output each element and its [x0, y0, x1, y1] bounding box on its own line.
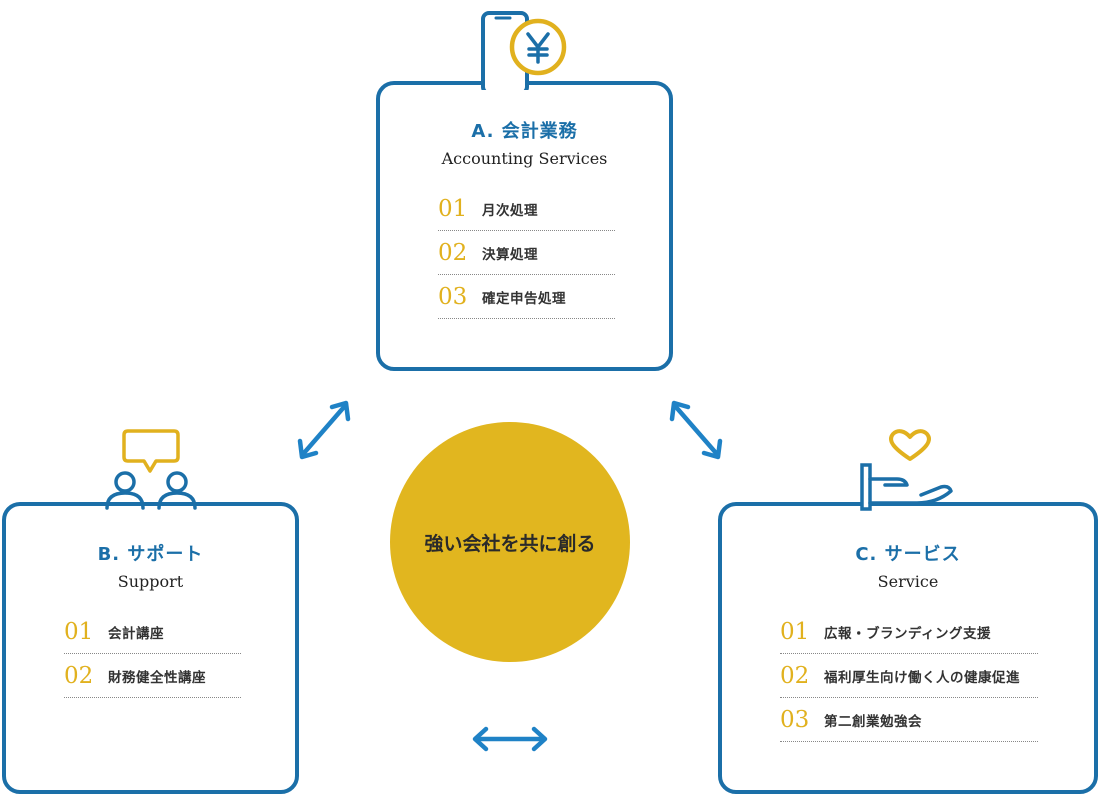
hand-heart-icon: [860, 429, 953, 511]
item-label: 月次処理: [482, 202, 538, 219]
item-label: 福利厚生向け働く人の健康促進: [824, 669, 1020, 686]
list-item: 01 会計講座: [64, 610, 241, 654]
card-c-subtitle: Service: [877, 572, 939, 591]
card-accounting-services: A. 会計業務 Accounting Services 01 月次処理 02 決算処…: [376, 81, 673, 371]
item-number: 01: [780, 618, 810, 645]
list-item: 03 第二創業勉強会: [780, 698, 1038, 742]
item-label: 決算処理: [482, 246, 538, 263]
item-number: 03: [438, 283, 468, 310]
list-item: 02 決算処理: [438, 231, 615, 275]
card-a-list: 01 月次処理 02 決算処理 03 確定申告処理: [438, 187, 615, 319]
list-item: 02 福利厚生向け働く人の健康促進: [780, 654, 1038, 698]
list-item: 02 財務健全性講座: [64, 654, 241, 698]
center-concept-circle: 強い会社を共に創る: [390, 422, 630, 662]
card-c-title: C. サービス: [855, 544, 961, 565]
list-item: 01 月次処理: [438, 187, 615, 231]
card-a-title: A. 会計業務: [471, 121, 578, 142]
item-label: 確定申告処理: [482, 290, 566, 307]
card-c-list: 01 広報・ブランディング支援 02 福利厚生向け働く人の健康促進 03 第二創業勉強…: [780, 610, 1038, 742]
item-label: 広報・ブランディング支援: [824, 625, 992, 642]
item-number: 01: [438, 195, 468, 222]
item-number: 02: [438, 239, 468, 266]
card-b-title: B. サポート: [97, 544, 204, 565]
item-label: 第二創業勉強会: [824, 713, 922, 730]
item-number: 02: [64, 662, 94, 689]
double-arrow-icon: [472, 726, 548, 752]
card-a-subtitle: Accounting Services: [441, 149, 608, 168]
card-support: B. サポート Support 01 会計講座 02 財務健全性講座: [2, 502, 299, 794]
list-item: 03 確定申告処理: [438, 275, 615, 319]
card-b-subtitle: Support: [117, 572, 184, 591]
people-speech-bubble-icon: [105, 429, 197, 510]
item-label: 財務健全性講座: [108, 669, 206, 686]
item-number: 02: [780, 662, 810, 689]
double-arrow-icon: [669, 400, 723, 460]
smartphone-yen-icon: [481, 11, 567, 90]
item-number: 03: [780, 706, 810, 733]
double-arrow-icon: [297, 400, 351, 460]
center-text: 強い会社を共に創る: [424, 532, 596, 555]
card-b-list: 01 会計講座 02 財務健全性講座: [64, 610, 241, 698]
item-label: 会計講座: [108, 625, 164, 642]
card-service: C. サービス Service 01 広報・ブランディング支援 02 福利厚生向け働…: [718, 502, 1098, 794]
list-item: 01 広報・ブランディング支援: [780, 610, 1038, 654]
item-number: 01: [64, 618, 94, 645]
